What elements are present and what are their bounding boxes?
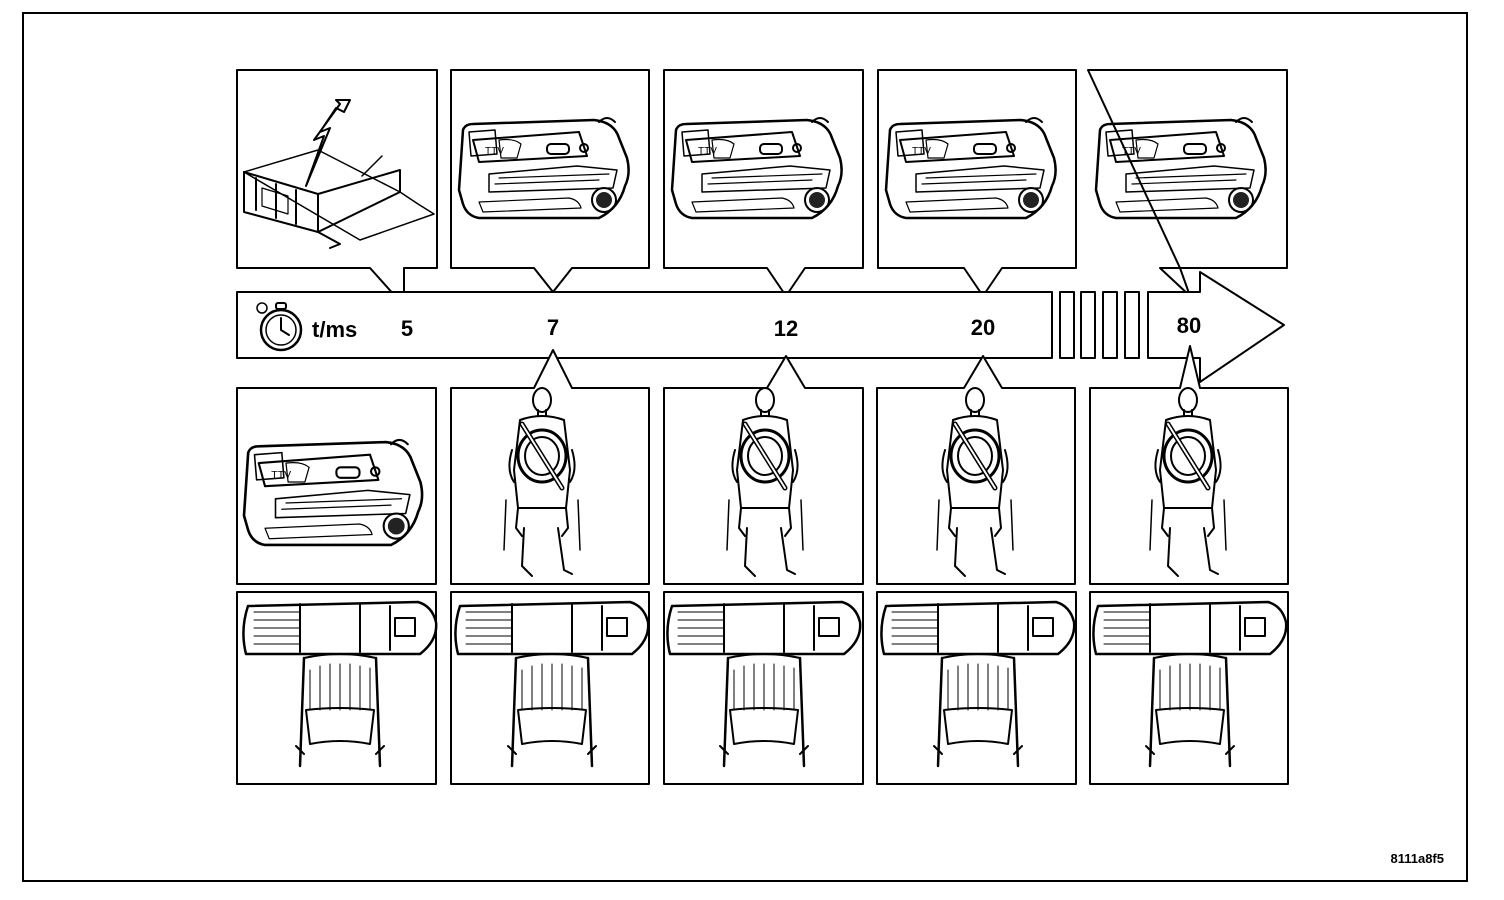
- side-impact-cars-icon: [666, 600, 862, 768]
- door-panel-icon: [670, 116, 843, 220]
- time-label-20: 20: [971, 315, 995, 340]
- side-impact-cars-icon: [1092, 600, 1288, 768]
- door-panel-icon: [457, 116, 630, 220]
- collision-panel-20ms: [876, 591, 1077, 785]
- collision-panel-12ms: [663, 591, 864, 785]
- time-label-7: 7: [547, 315, 559, 340]
- time-unit-label: t/ms: [312, 317, 357, 342]
- door-panel-20ms: [877, 69, 1077, 297]
- time-label-5: 5: [401, 316, 413, 341]
- occupant-panel-12ms: [663, 355, 864, 585]
- figure-border: [22, 12, 1468, 882]
- door-panel-12ms: [663, 69, 864, 297]
- occupant-panel-80ms: [1089, 345, 1289, 585]
- side-impact-cars-icon: [454, 600, 650, 768]
- door-panel-icon: [884, 116, 1057, 220]
- door-panel-80ms: [1087, 69, 1288, 297]
- collision-panel-80ms: [1089, 591, 1289, 785]
- side-impact-cars-icon: [880, 600, 1076, 768]
- door-panel-icon: [242, 438, 424, 547]
- side-impact-cars-icon: [242, 600, 438, 768]
- door-panel-7ms: [450, 69, 650, 293]
- figure-code: 8111a8f5: [1390, 851, 1444, 866]
- collision-panel-7ms: [450, 591, 650, 785]
- timeline-arrow: [236, 271, 1285, 383]
- collision-panel-5ms: [236, 591, 438, 785]
- occupant-panel-5ms: [236, 387, 437, 585]
- crash-sensor-icon: [243, 99, 435, 249]
- sensor-panel: [236, 69, 438, 307]
- time-label-12: 12: [774, 316, 798, 341]
- occupant-panel-20ms: [876, 355, 1076, 585]
- stopwatch-icon: [256, 302, 303, 352]
- door-panel-icon: [1094, 116, 1267, 220]
- occupant-panel-7ms: [450, 349, 650, 585]
- time-label-80: 80: [1177, 313, 1201, 338]
